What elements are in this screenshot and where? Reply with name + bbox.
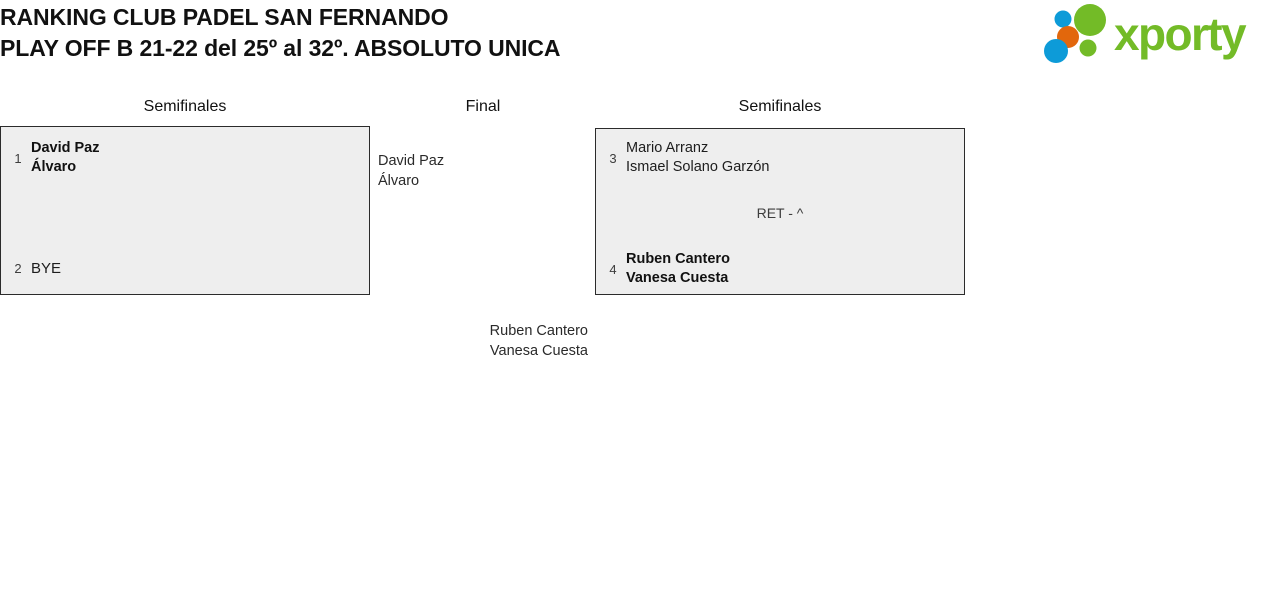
final-entry-left[interactable]: David Paz Álvaro: [378, 152, 588, 191]
seed-number: 4: [609, 261, 617, 277]
team-names: Ruben Cantero Vanesa Cuesta: [626, 250, 730, 288]
team-names: David Paz Álvaro: [31, 139, 100, 177]
seed-number: 1: [14, 150, 22, 166]
player-name-2: Ismael Solano Garzón: [626, 159, 770, 175]
page-title: RANKING CLUB PADEL SAN FERNANDO PLAY OFF…: [0, 2, 1000, 64]
match-box-right-semifinal[interactable]: 3 Mario Arranz Ismael Solano Garzón RET …: [595, 128, 965, 295]
player-name-2: Álvaro: [31, 159, 77, 175]
seed-number: 3: [609, 150, 617, 166]
final-entry-right[interactable]: Ruben Cantero Vanesa Cuesta: [378, 322, 588, 361]
team-names: Mario Arranz Ismael Solano Garzón: [626, 139, 769, 177]
round-header-semifinales-left: Semifinales: [143, 98, 227, 115]
team-names: BYE: [31, 260, 62, 277]
player-name-1: David Paz: [31, 140, 100, 156]
page-header: RANKING CLUB PADEL SAN FERNANDO PLAY OFF…: [0, 0, 1280, 90]
player-name-1: David Paz: [378, 153, 445, 169]
tournament-name: RANKING CLUB PADEL SAN FERNANDO: [0, 4, 449, 30]
match-result-right: RET - ^: [756, 205, 804, 221]
round-header-semifinales-right: Semifinales: [738, 98, 822, 115]
player-name-2: Álvaro: [378, 172, 420, 189]
team-row-seed-1[interactable]: 1 David Paz Álvaro: [9, 139, 100, 177]
round-header-final: Final: [465, 98, 501, 115]
team-row-seed-3[interactable]: 3 Mario Arranz Ismael Solano Garzón: [604, 139, 769, 177]
logo-dots-icon: [1042, 3, 1116, 65]
player-name-1: Ruben Cantero: [489, 323, 588, 339]
player-name-1: Ruben Cantero: [626, 251, 730, 267]
tournament-category: PLAY OFF B 21-22 del 25º al 32º. ABSOLUT…: [0, 35, 561, 61]
player-name-2: Vanesa Cuesta: [626, 270, 729, 286]
xporty-logo[interactable]: xporty: [1042, 3, 1274, 65]
seed-number: 2: [14, 261, 22, 276]
player-name-2: Vanesa Cuesta: [489, 342, 588, 359]
logo-wordmark: xporty: [1114, 8, 1247, 60]
match-box-left-semifinal[interactable]: 1 David Paz Álvaro 2 BYE: [0, 126, 370, 295]
player-name-1: Mario Arranz: [626, 140, 709, 156]
team-row-seed-4[interactable]: 4 Ruben Cantero Vanesa Cuesta: [604, 250, 730, 288]
team-row-seed-2[interactable]: 2 BYE: [9, 259, 61, 278]
